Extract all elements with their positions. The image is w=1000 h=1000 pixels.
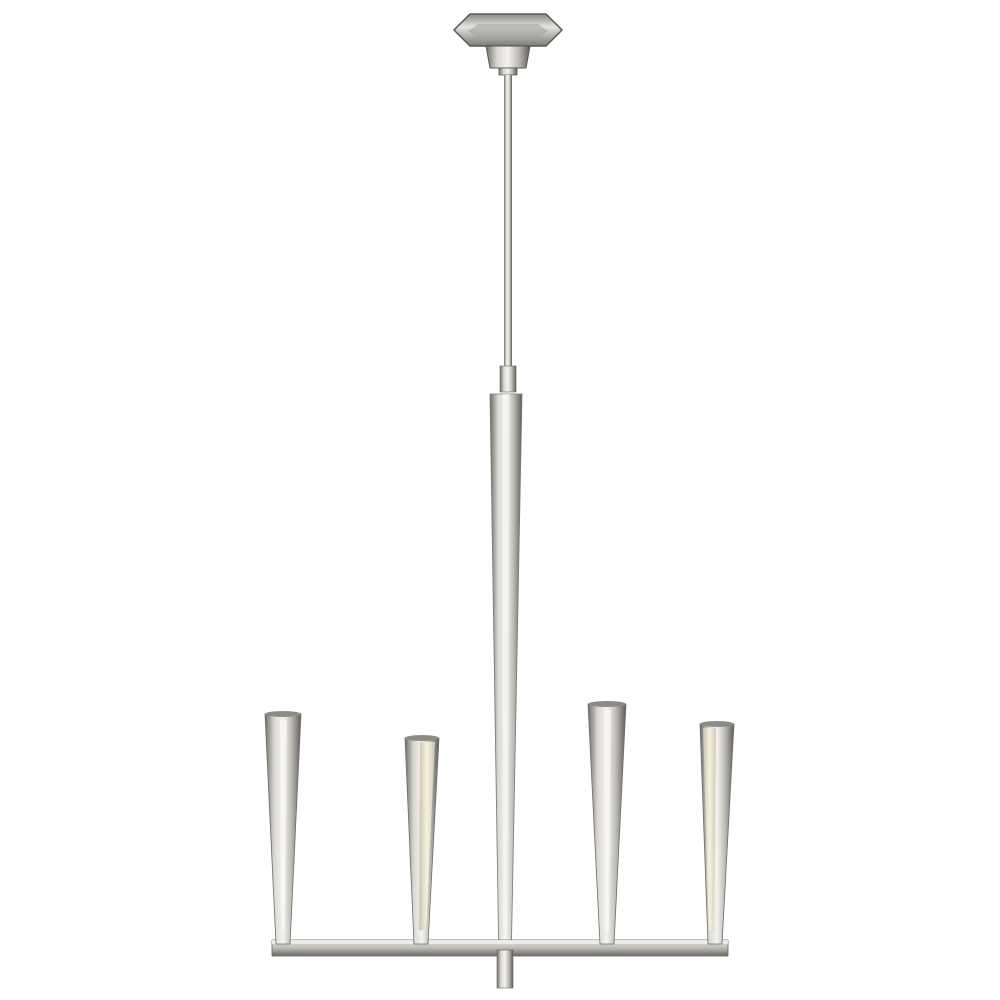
ceiling-canopy [452, 13, 564, 76]
cross-arm [271, 939, 729, 989]
light-cup-inner-right [587, 701, 627, 945]
light-cup-inner-left [404, 735, 440, 945]
light-cup-outer-left [264, 711, 302, 945]
center-column [489, 393, 523, 969]
light-cup-outer-right [699, 721, 735, 945]
down-rod [499, 75, 517, 393]
